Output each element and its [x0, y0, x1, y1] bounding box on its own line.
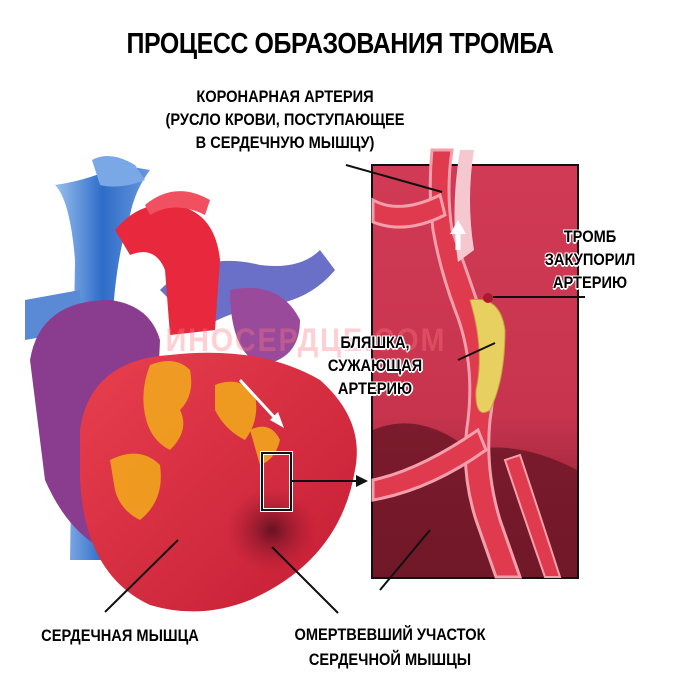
page-title: ПРОЦЕСС ОБРАЗОВАНИЯ ТРОМБА	[126, 28, 554, 60]
aorta	[115, 191, 220, 335]
label-heart-muscle: СЕРДЕЧНАЯ МЫШЦА	[34, 624, 206, 647]
label-coronary-artery: КОРОНАРНАЯ АРТЕРИЯ (РУСЛО КРОВИ, ПОСТУПА…	[156, 85, 414, 154]
label-thrombus: ТРОМБ ЗАКУПОРИЛ АРТЕРИЮ	[526, 225, 655, 294]
label-line: ЗАКУПОРИЛ	[544, 250, 636, 269]
label-line: БЛЯШКА,	[340, 333, 410, 352]
label-line: ТРОМБ	[563, 227, 617, 246]
label-line: СЕРДЕЧНОЙ МЫШЦЫ	[308, 650, 472, 669]
label-line: КОРОНАРНАЯ АРТЕРИЯ	[196, 87, 374, 106]
label-line: (РУСЛО КРОВИ, ПОСТУПАЮЩЕЕ	[165, 110, 405, 129]
necrotic-area	[227, 488, 317, 572]
label-line: АРТЕРИЮ	[337, 379, 413, 398]
zoom-arrow-icon	[356, 475, 368, 487]
blood-flow-arrow-icon	[450, 220, 466, 234]
label-line: СЕРДЕЧНАЯ МЫШЦА	[41, 626, 199, 645]
label-plaque: БЛЯШКА, СУЖАЮЩАЯ АРТЕРИЮ	[323, 331, 426, 400]
label-line: ОМЕРТВЕВШИЙ УЧАСТОК	[294, 625, 486, 644]
epicardial-fat	[110, 361, 280, 520]
watermark: ИНОСЕРДЦЕ.COM	[165, 322, 447, 358]
label-line: АРТЕРИЮ	[552, 273, 628, 292]
label-pointer-lines	[104, 164, 585, 614]
left-atrium	[230, 288, 300, 365]
flow-arrow-heart	[238, 378, 284, 428]
label-dead-area: ОМЕРТВЕВШИЙ УЧАСТОК СЕРДЕЧНОЙ МЫШЦЫ	[274, 622, 506, 672]
label-line: СУЖАЮЩАЯ	[327, 356, 423, 375]
label-line: В СЕРДЕЧНУЮ МЫШЦУ)	[195, 133, 375, 152]
